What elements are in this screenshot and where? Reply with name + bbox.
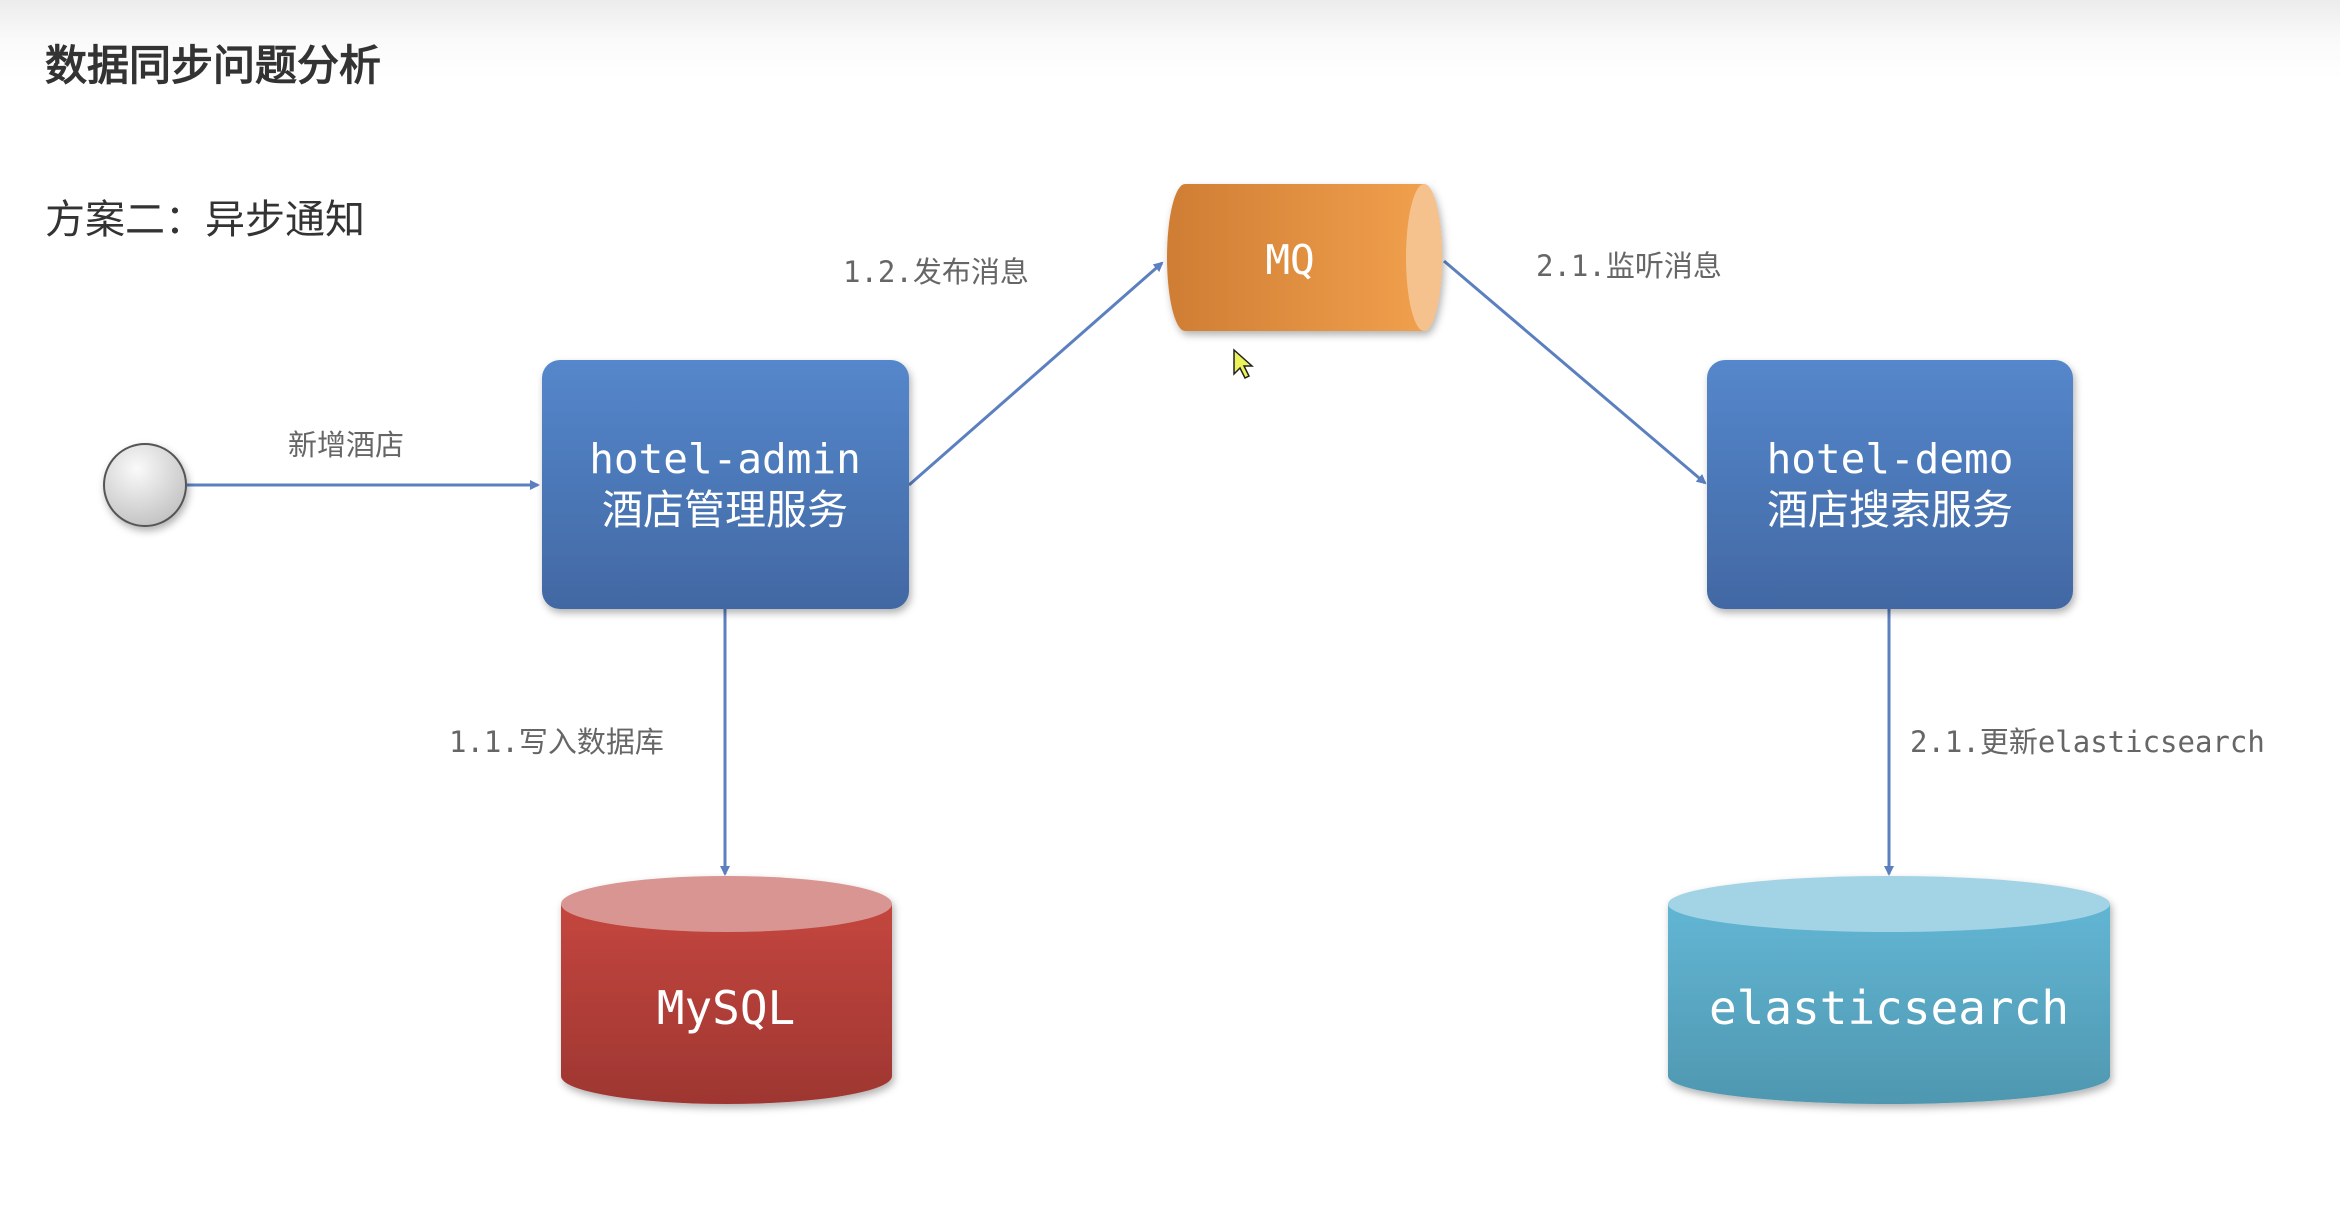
- page-title: 数据同步问题分析: [45, 41, 381, 90]
- hotel-demo-desc: 酒店搜索服务: [1767, 486, 2013, 534]
- edge-label-write-db: 1.1.写入数据库: [449, 725, 664, 759]
- elasticsearch-node: elasticsearch: [1668, 876, 2110, 1104]
- hotel-demo-name: hotel-demo: [1767, 435, 2014, 483]
- edge-label-listen: 2.1.监听消息: [1536, 249, 1722, 283]
- mysql-label: MySQL: [657, 981, 795, 1035]
- mq-label: MQ: [1265, 236, 1314, 284]
- page-subtitle: 方案二：异步通知: [45, 197, 365, 243]
- edge-label-publish: 1.2.发布消息: [843, 255, 1029, 289]
- hotel-admin-desc: 酒店管理服务: [602, 486, 848, 534]
- hotel-admin-node: hotel-admin 酒店管理服务: [542, 360, 909, 609]
- edge-label-update-es: 2.1.更新elasticsearch: [1910, 725, 2265, 759]
- arrow-publish: [908, 261, 1164, 487]
- mysql-node: MySQL: [561, 876, 892, 1104]
- mouse-cursor-icon: [1233, 348, 1254, 380]
- arrow-listen: [1443, 259, 1707, 485]
- start-node-icon: [103, 443, 187, 527]
- mq-node: MQ: [1167, 184, 1442, 331]
- hotel-admin-name: hotel-admin: [589, 435, 861, 483]
- edge-label-add-hotel: 新增酒店: [288, 428, 404, 462]
- elasticsearch-label: elasticsearch: [1709, 981, 2069, 1035]
- hotel-demo-node: hotel-demo 酒店搜索服务: [1707, 360, 2073, 609]
